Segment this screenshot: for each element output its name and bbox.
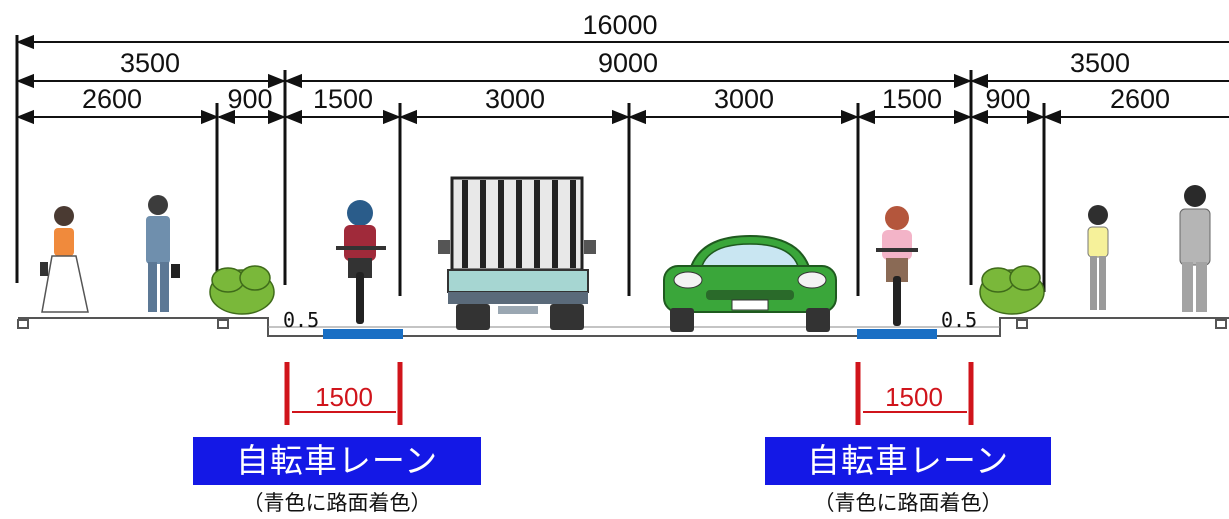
dim-walk-right: 2600 (1110, 84, 1170, 114)
dim-bike-left: 1500 (313, 84, 373, 114)
pedestrian-woman-left-icon (40, 206, 89, 313)
bike-lane-width-left: 1500 (315, 382, 373, 412)
car-icon (663, 234, 837, 332)
road-surface (17, 317, 1229, 337)
bike-lane-note-left: （青色に路面着色） (242, 491, 432, 515)
pedestrian-woman-right-icon (1087, 205, 1109, 310)
dim-carriageway: 9000 (598, 48, 658, 78)
reference-lines (15, 35, 1046, 296)
bike-lane-note-right: （青色に路面着色） (813, 491, 1003, 515)
shrub-left-icon (209, 265, 275, 315)
bike-lane-label-left: 自転車レーン (193, 437, 481, 485)
bike-lane-paint-left (323, 329, 403, 339)
bike-lane-width-right: 1500 (885, 382, 943, 412)
pedestrian-man-left-icon (146, 195, 180, 312)
dim-car-left: 3000 (485, 84, 545, 114)
gutter-right-label: 0.5 (941, 308, 977, 332)
bike-lane-label-right: 自転車レーン (765, 437, 1051, 485)
dim-bike-right: 1500 (882, 84, 942, 114)
dim-planting-right: 900 (985, 84, 1030, 114)
dimension-lines (16, 34, 1229, 125)
gutter-left-label: 0.5 (283, 308, 319, 332)
bike-lane-width-marker-left (284, 362, 403, 425)
bike-lane-width-marker-right (855, 362, 974, 425)
truck-icon (438, 176, 596, 330)
pedestrian-man-right-icon (1179, 185, 1211, 312)
cyclist-right-icon (876, 206, 918, 326)
dim-walk-left: 2600 (82, 84, 142, 114)
dim-sidewalk-right: 3500 (1070, 48, 1130, 78)
dim-sidewalk-left: 3500 (120, 48, 180, 78)
dim-planting-left: 900 (227, 84, 272, 114)
dim-total: 16000 (582, 10, 657, 40)
cyclist-left-icon (336, 200, 386, 324)
bike-lane-paint-right (857, 329, 937, 339)
dim-car-right: 3000 (714, 84, 774, 114)
shrub-right-icon (979, 265, 1045, 315)
